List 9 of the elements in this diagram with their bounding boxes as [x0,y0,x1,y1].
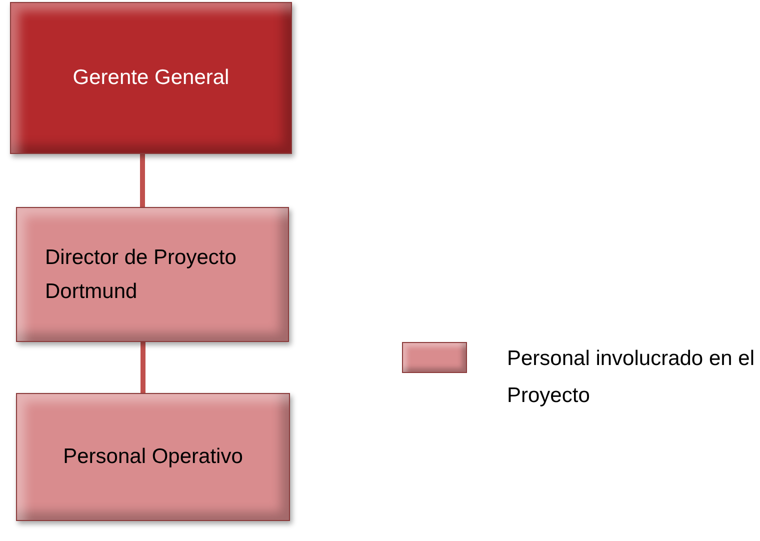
org-box [10,2,292,154]
legend-label: Personal involucrado en el Proyecto [507,346,756,409]
org-box [16,393,290,521]
org-box [16,207,289,342]
box-label: Gerente General [72,65,230,91]
connector-line [140,342,146,393]
connector-line [140,154,145,207]
box-label: Director de Proyecto Dortmund [45,244,238,304]
box-label: Personal Operativo [62,444,244,470]
